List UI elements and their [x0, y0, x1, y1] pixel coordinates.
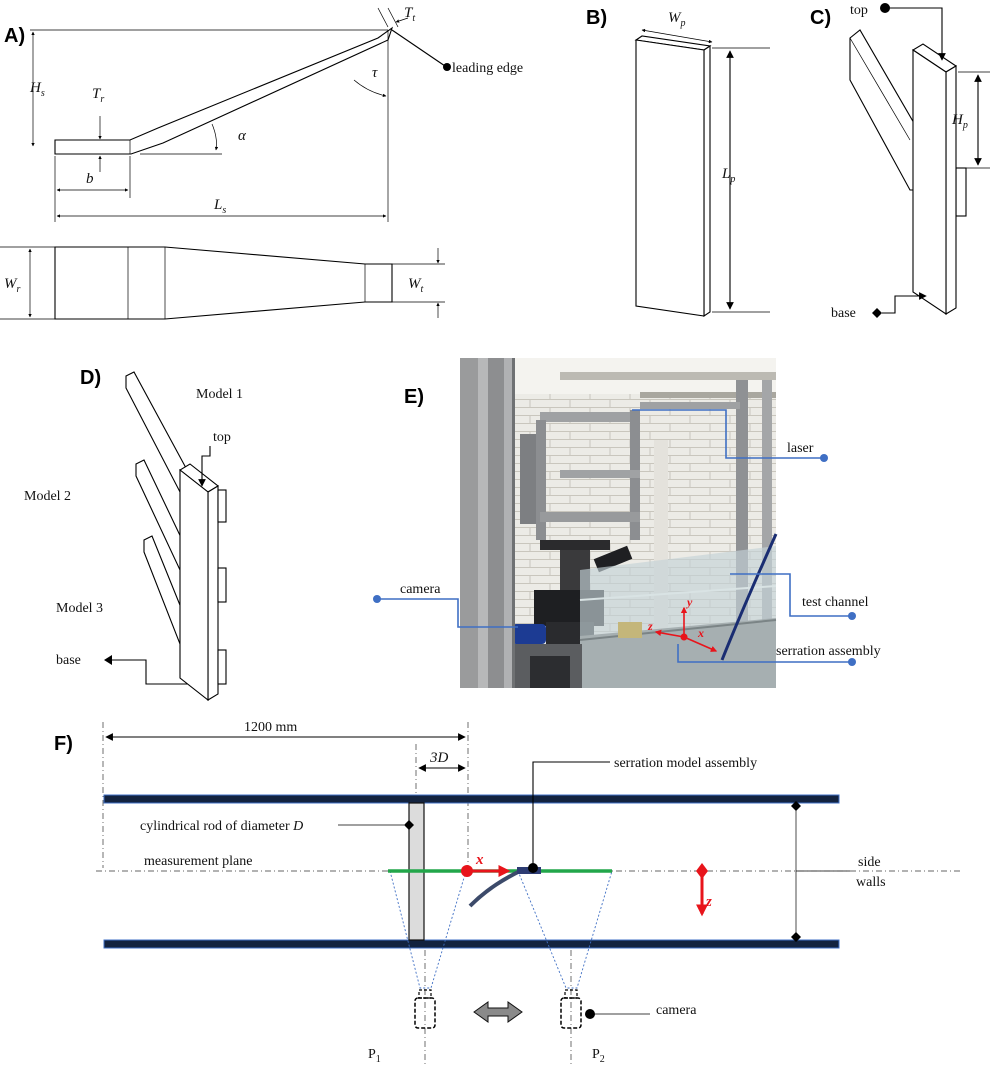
panel-label-c: C) — [810, 7, 831, 29]
camera-dot — [373, 595, 381, 603]
serration-blade-profile — [468, 869, 521, 908]
base-leader — [112, 659, 188, 685]
top-leader — [885, 7, 946, 61]
leading-edge-dot — [443, 63, 451, 71]
base-diamond — [872, 308, 882, 318]
base-label: base — [56, 653, 81, 668]
laser-label: laser — [787, 441, 814, 456]
hs-label: Hs — [29, 80, 45, 99]
traverse-double-arrow — [473, 1001, 523, 1023]
leading-edge-label: leading edge — [452, 61, 523, 76]
tab-1 — [217, 489, 227, 523]
panel-c: C) top Hp base — [810, 3, 990, 321]
p2-label: P2 — [592, 1047, 605, 1065]
serration-model-leader — [532, 761, 610, 868]
plate-front-face — [912, 48, 947, 316]
blade-side-view — [54, 26, 394, 155]
camera-label: camera — [400, 582, 441, 597]
serration-model-label: serration model assembly — [614, 756, 757, 771]
alpha-label: α — [238, 128, 247, 144]
base-marker — [104, 655, 112, 665]
top-label: top — [213, 430, 231, 445]
panel-label-f: F) — [54, 733, 73, 755]
model-3-label: Model 3 — [56, 601, 103, 616]
rod-label: cylindrical rod of diameter D — [140, 819, 303, 834]
serration-assembly-leader — [677, 644, 852, 663]
blade-plan-view — [54, 246, 393, 320]
panel-b: B) Wp Lp — [586, 7, 770, 318]
test-channel-label: test channel — [802, 595, 869, 610]
plate-front-face — [635, 39, 705, 317]
side-walls-label-2: walls — [856, 875, 886, 890]
laser-dot — [820, 454, 828, 462]
hp-label: Hp — [951, 112, 968, 131]
tab-3 — [217, 649, 227, 685]
test-channel-leader — [730, 573, 852, 617]
serration-assembly-label: serration assembly — [776, 644, 881, 659]
panel-a: A) Hs Tr Tt leading edge τ α b Ls — [0, 5, 523, 320]
tt-label: Tt — [404, 5, 415, 24]
photo-y-label: y — [685, 595, 693, 609]
wp-dimension — [641, 28, 713, 44]
x-axis-label: x — [475, 852, 484, 868]
side-walls-label-1: side — [858, 855, 881, 870]
model-2-label: Model 2 — [24, 489, 71, 504]
panel-d: D) Model 1 Model 2 Model 3 top base — [24, 367, 243, 702]
camera-leader — [377, 598, 518, 628]
wr-label: Wr — [4, 276, 21, 295]
measurement-plane-label: measurement plane — [144, 854, 252, 869]
plate-side-face — [945, 65, 957, 315]
fov-p1 — [389, 870, 467, 989]
photo-z-axis — [654, 629, 685, 638]
dimension-1200-label: 1200 mm — [244, 720, 297, 735]
panel-label-e: E) — [404, 386, 424, 408]
tt-leader-2 — [387, 7, 399, 28]
model-1-label: Model 1 — [196, 387, 243, 402]
plate-front-face — [179, 468, 209, 702]
panel-label-d: D) — [80, 367, 101, 389]
plate-side-face — [703, 44, 711, 318]
panel-f: F) 1200 mm 3D side walls cylindrical rod… — [54, 720, 960, 1065]
photo-x-axis — [683, 636, 718, 652]
experimental-setup-photo: y x z — [460, 358, 778, 688]
wp-label: Wp — [668, 10, 686, 29]
panel-label-a: A) — [4, 25, 25, 47]
tau-label: τ — [372, 65, 378, 81]
tt-leader-1 — [377, 7, 389, 28]
camera-label: camera — [656, 1003, 697, 1018]
side-wall-top — [103, 794, 840, 804]
top-leader — [198, 446, 211, 487]
base-label: base — [831, 306, 856, 321]
panel-label-b: B) — [586, 7, 607, 29]
laser-leader — [632, 409, 824, 459]
p1-label: P1 — [368, 1047, 381, 1065]
b-label: b — [86, 171, 94, 187]
blade-root-tab — [955, 167, 967, 217]
tr-label: Tr — [92, 86, 104, 105]
dimension-3d-label: 3D — [429, 750, 449, 766]
top-label: top — [850, 3, 868, 18]
test-channel-dot — [848, 612, 856, 620]
z-axis-label: z — [705, 894, 712, 910]
lp-label: Lp — [721, 166, 735, 185]
tau-arc — [353, 79, 387, 98]
alpha-arc — [211, 123, 219, 151]
ls-label: Ls — [213, 197, 226, 216]
base-leader — [882, 292, 927, 314]
tab-2 — [217, 567, 227, 603]
single-blade — [849, 29, 919, 191]
photo-x-label: x — [697, 626, 704, 640]
leading-edge-leader — [391, 29, 446, 67]
panel-e: E) — [373, 358, 881, 688]
photo-z-label: z — [647, 619, 653, 633]
side-wall-bottom — [103, 939, 840, 949]
model-1-blade — [125, 371, 187, 493]
fov-p2 — [517, 870, 613, 989]
serration-assembly-dot — [848, 658, 856, 666]
plate-side-face — [207, 485, 219, 701]
wt-label: Wt — [408, 276, 424, 295]
